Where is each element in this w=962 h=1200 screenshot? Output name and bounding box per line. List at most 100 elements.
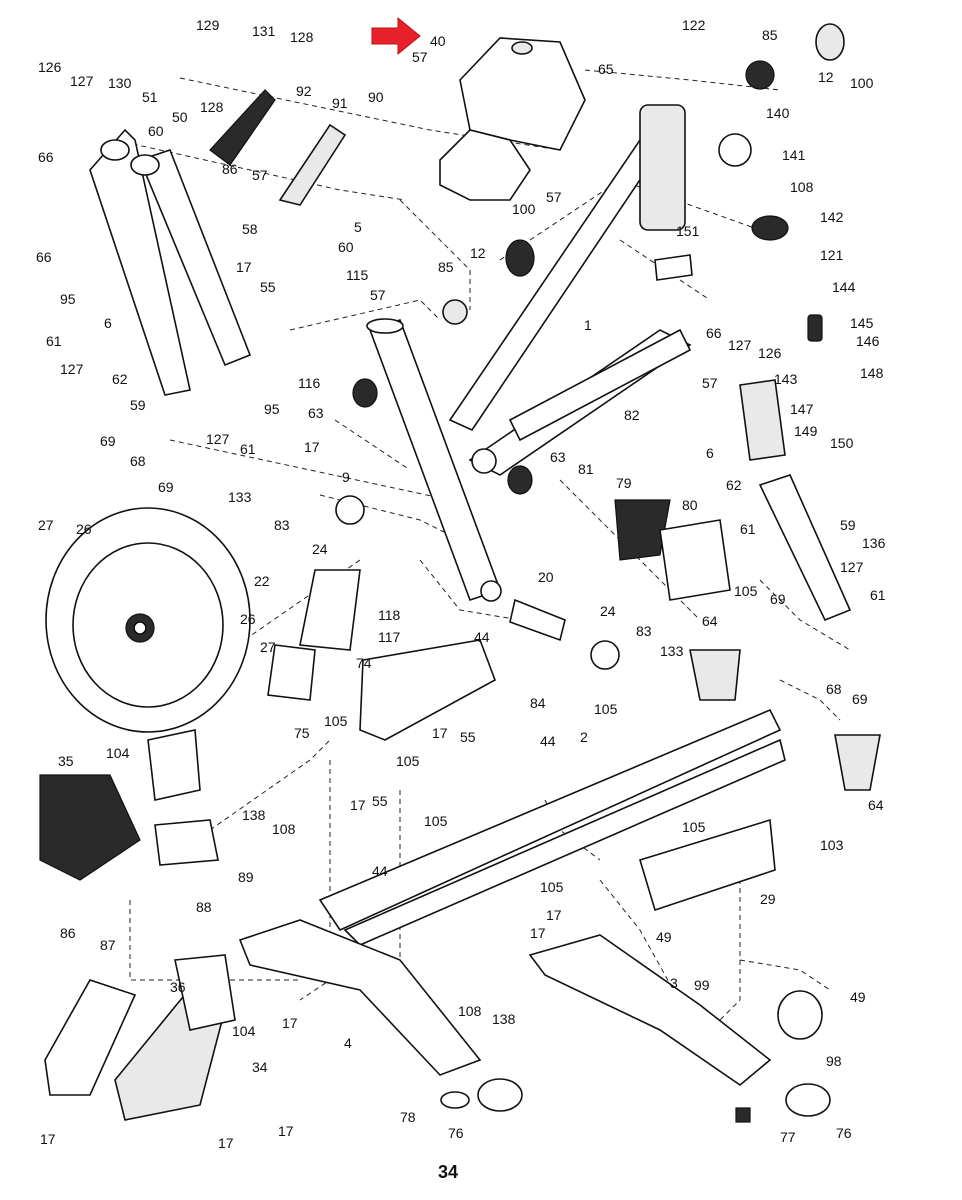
callout-label: 76 xyxy=(448,1125,464,1141)
callout-label: 76 xyxy=(836,1125,852,1141)
callout-label: 144 xyxy=(832,279,856,295)
callout-label: 141 xyxy=(782,147,806,163)
callout-label: 147 xyxy=(790,401,814,417)
callout-label: 26 xyxy=(76,521,92,537)
callout-label: 84 xyxy=(530,695,546,711)
callout-label: 108 xyxy=(272,821,296,837)
callout-label: 68 xyxy=(130,453,146,469)
callout-label: 49 xyxy=(850,989,866,1005)
callout-label: 131 xyxy=(252,23,276,39)
callout-label: 146 xyxy=(856,333,880,349)
page-number: 34 xyxy=(438,1162,459,1182)
callout-label: 58 xyxy=(242,221,258,237)
callout-label: 143 xyxy=(774,371,798,387)
callout-label: 55 xyxy=(372,793,388,809)
callout-label: 60 xyxy=(148,123,164,139)
callout-label: 17 xyxy=(218,1135,234,1151)
callout-label: 126 xyxy=(38,59,62,75)
callout-label: 27 xyxy=(260,639,276,655)
callout-label: 3 xyxy=(670,975,678,991)
callout-label: 17 xyxy=(530,925,546,941)
callout-label: 36 xyxy=(170,979,186,995)
callout-label: 89 xyxy=(238,869,254,885)
callout-label: 20 xyxy=(538,569,554,585)
console-assembly xyxy=(439,37,586,201)
callout-label: 44 xyxy=(540,733,556,749)
callout-label: 61 xyxy=(870,587,886,603)
callout-label: 133 xyxy=(660,643,684,659)
callout-label: 80 xyxy=(682,497,698,513)
callout-label: 121 xyxy=(820,247,844,263)
callout-label: 142 xyxy=(820,209,844,225)
callout-label: 27 xyxy=(38,517,54,533)
callout-label: 64 xyxy=(702,613,718,629)
callout-label: 50 xyxy=(172,109,188,125)
callout-label: 66 xyxy=(706,325,722,341)
callout-label: 17 xyxy=(40,1131,56,1147)
callout-label: 130 xyxy=(108,75,132,91)
callout-label: 85 xyxy=(438,259,454,275)
callout-label: 66 xyxy=(38,149,54,165)
callout-label: 66 xyxy=(36,249,52,265)
callout-label: 17 xyxy=(304,439,320,455)
callout-label: 17 xyxy=(350,797,366,813)
callout-label: 64 xyxy=(868,797,884,813)
callout-label: 63 xyxy=(308,405,324,421)
callout-label: 69 xyxy=(852,691,868,707)
callout-label: 151 xyxy=(676,223,700,239)
callout-label: 61 xyxy=(240,441,256,457)
callout-label: 104 xyxy=(232,1023,256,1039)
callout-label: 140 xyxy=(766,105,790,121)
callout-label: 100 xyxy=(850,75,874,91)
callout-label: 60 xyxy=(338,239,354,255)
callout-label: 103 xyxy=(820,837,844,853)
callout-label: 95 xyxy=(264,401,280,417)
callout-label: 77 xyxy=(780,1129,796,1145)
callout-label: 57 xyxy=(370,287,386,303)
callout-label: 51 xyxy=(142,89,158,105)
callout-label: 2 xyxy=(580,729,588,745)
callout-label: 35 xyxy=(58,753,74,769)
callout-label: 115 xyxy=(346,267,369,283)
callout-label: 59 xyxy=(130,397,146,413)
callout-label: 62 xyxy=(726,477,742,493)
callout-label: 55 xyxy=(260,279,276,295)
callout-label: 83 xyxy=(274,517,290,533)
callout-label: 24 xyxy=(600,603,616,619)
callout-label: 62 xyxy=(112,371,128,387)
callout-label: 1 xyxy=(584,317,592,333)
callout-label: 108 xyxy=(458,1003,482,1019)
callout-label: 5 xyxy=(354,219,362,235)
callout-label: 57 xyxy=(546,189,562,205)
callout-label: 95 xyxy=(60,291,76,307)
callout-label: 127 xyxy=(840,559,864,575)
callout-label: 55 xyxy=(460,729,476,745)
callout-label: 91 xyxy=(332,95,348,111)
callout-label: 9 xyxy=(342,469,350,485)
flywheel xyxy=(45,507,251,733)
callout-label: 78 xyxy=(400,1109,416,1125)
callout-label: 44 xyxy=(372,863,388,879)
right-arm-parts xyxy=(614,379,852,622)
callout-label: 88 xyxy=(196,899,212,915)
callout-label: 69 xyxy=(100,433,116,449)
callout-label: 86 xyxy=(60,925,76,941)
callout-label: 126 xyxy=(758,345,782,361)
callout-label: 79 xyxy=(616,475,632,491)
callout-label: 150 xyxy=(830,435,854,451)
callout-label: 4 xyxy=(344,1035,352,1051)
callout-label: 40 xyxy=(430,33,446,49)
callout-label: 100 xyxy=(512,201,536,217)
callout-label: 127 xyxy=(60,361,84,377)
callout-label: 34 xyxy=(252,1059,268,1075)
callout-label: 117 xyxy=(378,629,401,645)
callout-label: 105 xyxy=(734,583,758,599)
callout-label: 149 xyxy=(794,423,818,439)
callout-label: 87 xyxy=(100,937,116,953)
callout-label: 138 xyxy=(492,1011,516,1027)
callout-label: 122 xyxy=(682,17,706,33)
callout-label: 118 xyxy=(378,607,401,623)
callout-label: 69 xyxy=(770,591,786,607)
callout-label: 90 xyxy=(368,89,384,105)
